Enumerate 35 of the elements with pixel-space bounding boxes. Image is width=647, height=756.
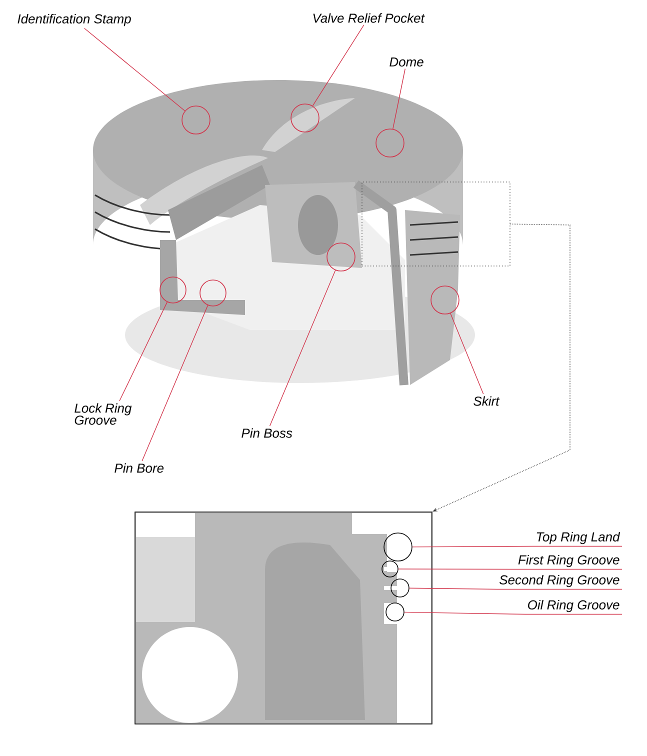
callout-circle: [290, 104, 320, 132]
callout-circle: [182, 106, 210, 134]
part-label: Valve Relief Pocket: [313, 13, 425, 23]
part-label: Skirt: [474, 396, 500, 406]
callout-circle: [376, 128, 404, 158]
part-label: Lock Ring Groove: [74, 403, 132, 425]
cross-section-drawing: [134, 512, 432, 724]
part-label: Pin Boss: [242, 428, 292, 438]
leader-line: [409, 588, 622, 590]
part-label: First Ring Groove: [518, 554, 620, 568]
leader-line: [398, 568, 622, 570]
part-label: Identification Stamp: [18, 14, 131, 26]
part-label: Dome: [390, 57, 424, 67]
part-label: Oil Ring Groove: [528, 600, 620, 612]
part-label: Second Ring Groove: [499, 574, 620, 588]
callout-circle: [384, 532, 412, 562]
leader-line: [142, 305, 208, 462]
leader-line: [312, 24, 364, 106]
callout-circle: [200, 280, 226, 306]
part-label: Pin Bore: [114, 463, 164, 473]
callout-circle: [390, 578, 410, 598]
leader-line: [404, 612, 622, 615]
leader-line: [412, 546, 622, 548]
callout-circle: [430, 286, 460, 314]
leader-line: [269, 270, 336, 426]
part-label: Top Ring Land: [536, 532, 620, 544]
leader-line: [450, 312, 484, 394]
leader-line: [84, 28, 186, 112]
callout-circle: [160, 276, 186, 304]
callout-circle: [382, 560, 398, 578]
leader-line: [119, 302, 168, 402]
leader-line: [392, 68, 406, 130]
detail-frame: [362, 182, 510, 266]
callout-circle: [386, 602, 404, 622]
callout-circle: [326, 242, 356, 272]
